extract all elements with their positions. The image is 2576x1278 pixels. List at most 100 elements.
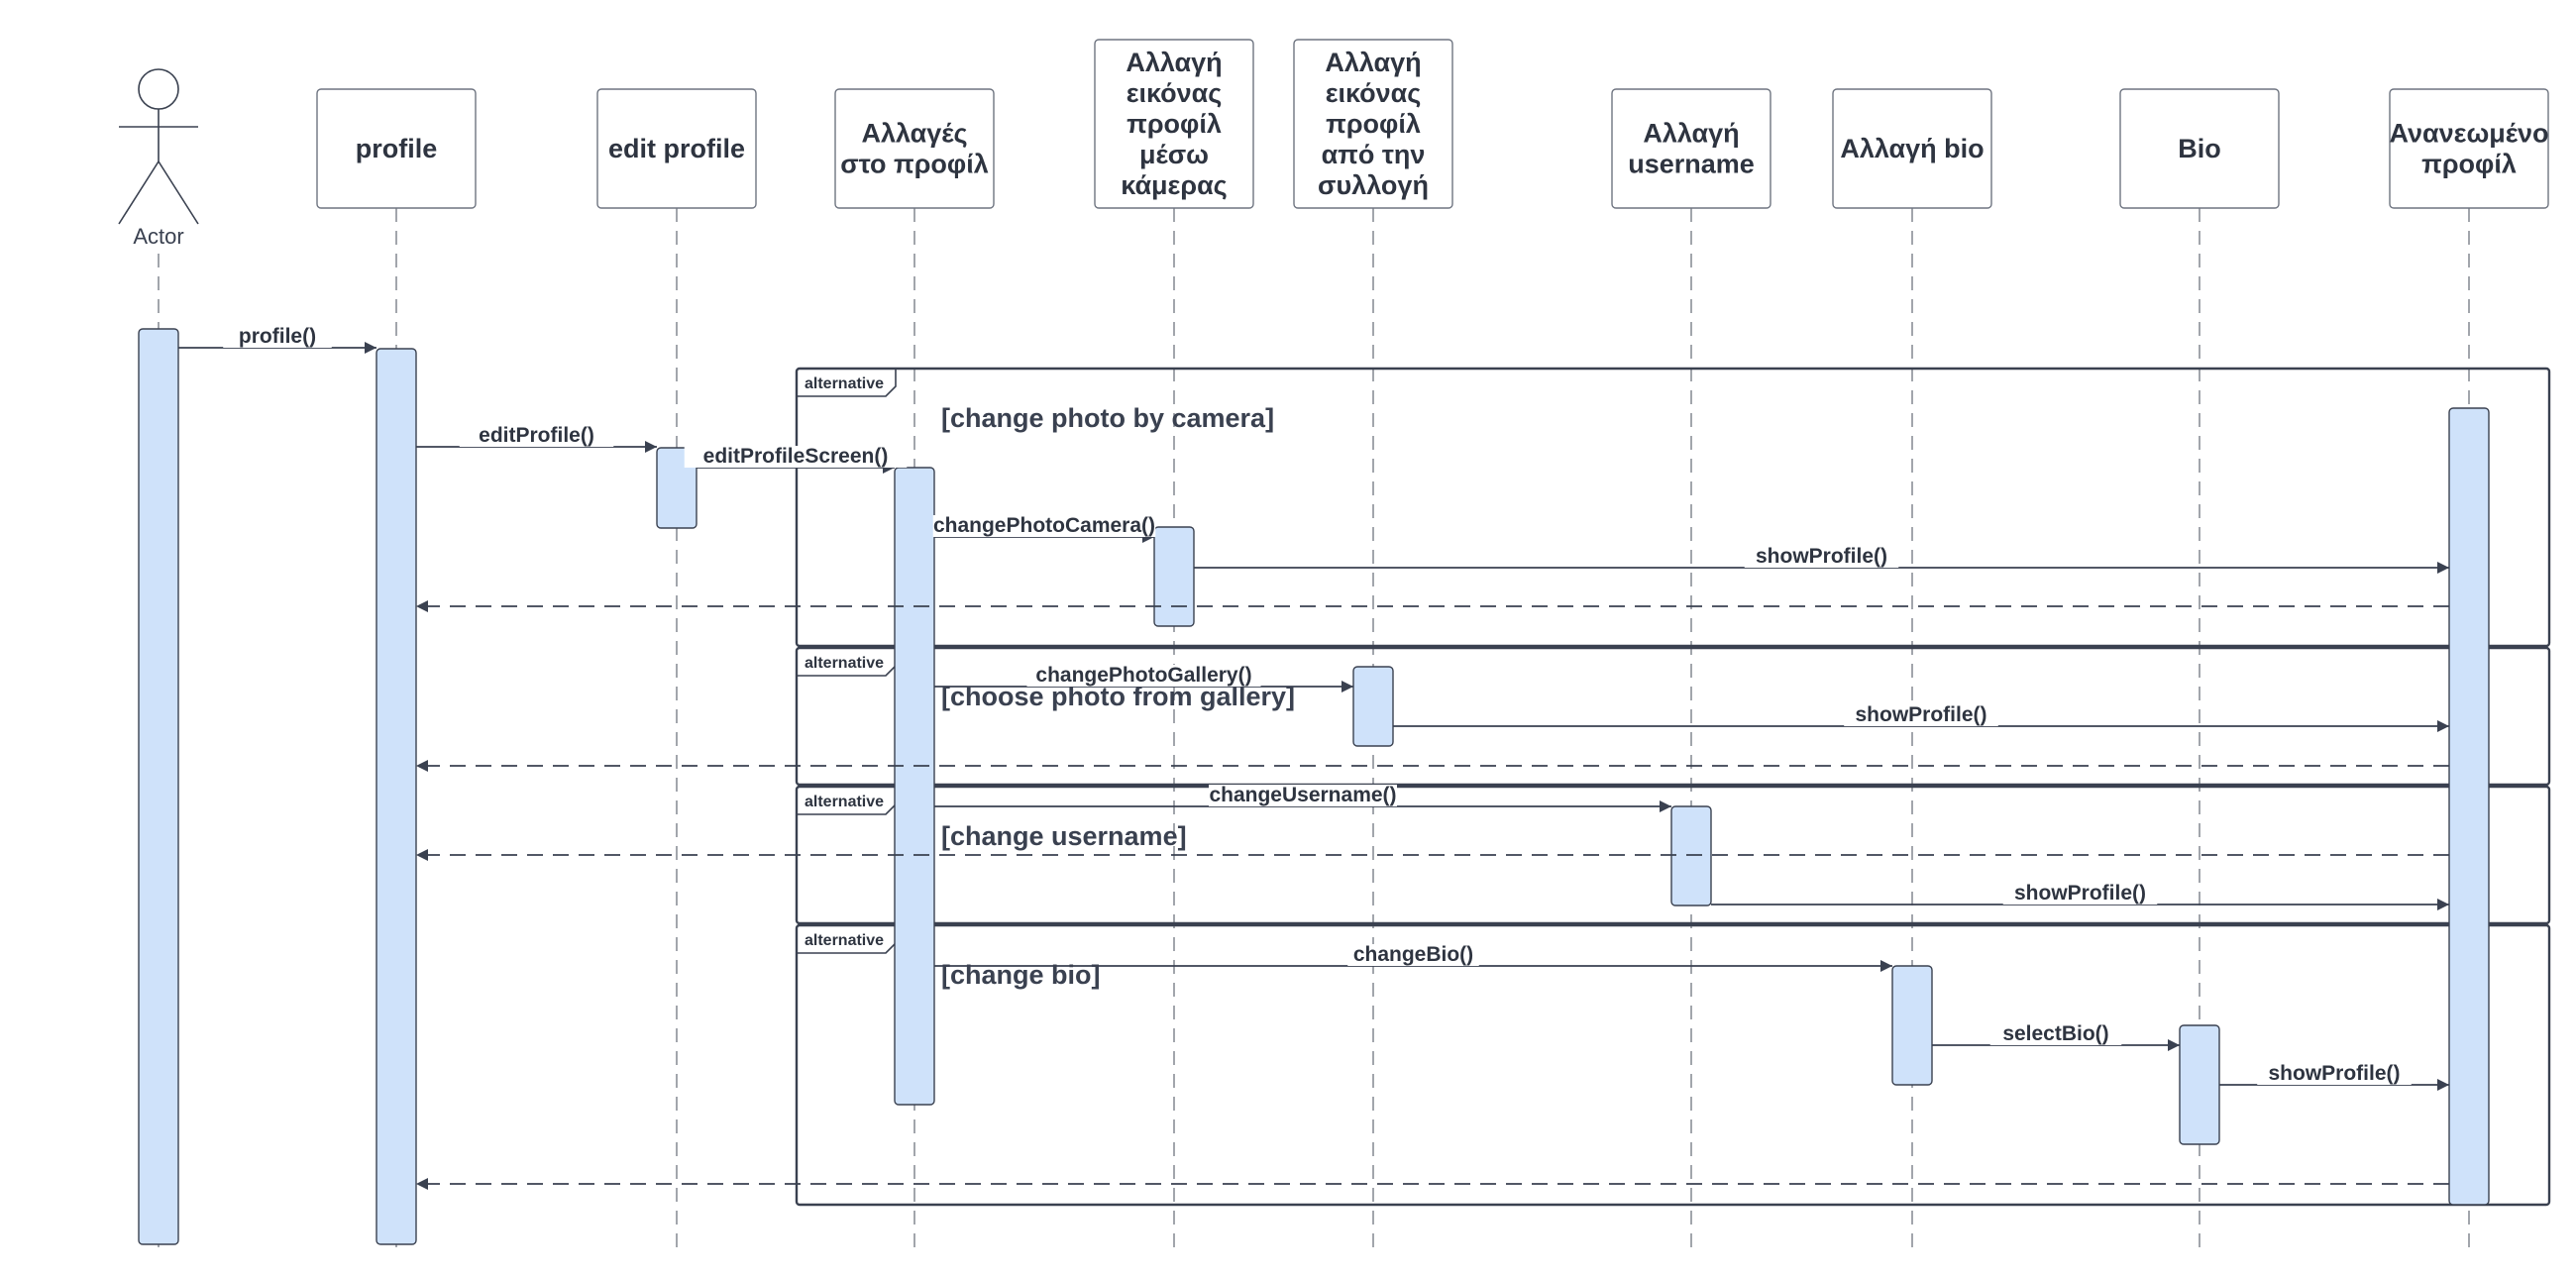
message-label-bg bbox=[1844, 704, 1998, 726]
participant-box bbox=[834, 88, 995, 209]
participant-title-line: Αλλαγή bbox=[1325, 48, 1421, 77]
message-label: editProfile() bbox=[479, 424, 594, 447]
activation-username bbox=[1670, 805, 1712, 906]
message: showProfile() bbox=[1194, 545, 2449, 574]
message: showProfile() bbox=[2219, 1062, 2449, 1091]
actor: Actor bbox=[118, 68, 199, 249]
fragment-frame bbox=[795, 923, 2551, 1207]
participant-title-line: Αλλαγές bbox=[861, 119, 967, 149]
participant-title-line: edit profile bbox=[608, 134, 745, 163]
message: changePhotoGallery() bbox=[934, 664, 1353, 692]
message-label-bg bbox=[1347, 944, 1479, 966]
participant-title-line: Bio bbox=[2178, 134, 2221, 163]
message: changePhotoCamera() bbox=[932, 514, 1156, 543]
activation-actor bbox=[138, 328, 179, 1245]
participant-box bbox=[1611, 88, 1771, 209]
message-label-bg bbox=[684, 446, 908, 468]
fragment-guard: [change username] bbox=[941, 821, 1187, 851]
activation-profile bbox=[376, 348, 417, 1245]
activation-bars bbox=[138, 328, 2490, 1245]
participant-title-line: μέσω bbox=[1139, 140, 1209, 169]
participant-box bbox=[316, 88, 477, 209]
activation-changes bbox=[894, 467, 935, 1106]
fragment-frame bbox=[795, 367, 2551, 648]
participant-title-line: προφίλ bbox=[1127, 109, 1222, 139]
activation-camera bbox=[1153, 526, 1195, 627]
message: changeBio() bbox=[934, 943, 1892, 972]
fragment-tag: alternative bbox=[805, 655, 884, 672]
activation-change_bio bbox=[1891, 965, 1933, 1086]
message-label: changePhotoCamera() bbox=[933, 514, 1155, 537]
message-label: profile() bbox=[239, 325, 316, 348]
participant-title-line: προφίλ bbox=[2421, 150, 2517, 179]
message-label-bg bbox=[1989, 1023, 2122, 1045]
participant-edit_profile: edit profile bbox=[596, 88, 757, 209]
participant-title-line: Αλλαγή bbox=[1126, 48, 1222, 77]
participant-box bbox=[1832, 88, 1992, 209]
message-label-bg bbox=[2257, 1063, 2412, 1085]
participant-title-line: Ανανεωμένο bbox=[2390, 119, 2549, 149]
message-label: showProfile() bbox=[1756, 545, 1887, 568]
message: selectBio() bbox=[1932, 1022, 2180, 1051]
participant-title-line: κάμερας bbox=[1121, 170, 1227, 200]
message: editProfileScreen() bbox=[684, 445, 908, 474]
lifelines bbox=[158, 208, 2470, 1248]
participant-bio: Bio bbox=[2119, 88, 2280, 209]
fragment-guard: [change bio] bbox=[941, 960, 1101, 990]
message: editProfile() bbox=[416, 424, 657, 453]
participant-change_bio: Αλλαγή bio bbox=[1832, 88, 1992, 209]
activation-gallery bbox=[1352, 666, 1394, 747]
message-label: changeUsername() bbox=[1209, 784, 1396, 806]
participant-box bbox=[1094, 39, 1254, 209]
fragment-tag: alternative bbox=[805, 375, 884, 392]
participant-title-line: profile bbox=[356, 134, 438, 163]
fragment-tag: alternative bbox=[805, 932, 884, 949]
message-label-bg bbox=[1744, 546, 1899, 568]
participant-title-line: προφίλ bbox=[1326, 109, 1421, 139]
message-label: showProfile() bbox=[2268, 1062, 2400, 1085]
fragment-tag-box bbox=[797, 369, 897, 397]
message-label: showProfile() bbox=[1855, 703, 1986, 726]
participant-box bbox=[1293, 39, 1453, 209]
participant-title-line: στο προφίλ bbox=[840, 150, 988, 179]
participant-title-line: από την bbox=[1322, 140, 1426, 169]
participant-box bbox=[2389, 88, 2549, 209]
message-label-bg bbox=[1209, 785, 1397, 806]
message-label-bg bbox=[2002, 883, 2158, 905]
fragment-tag: alternative bbox=[805, 794, 884, 810]
message-label: changeBio() bbox=[1353, 943, 1473, 966]
message-label: changePhotoGallery() bbox=[1035, 664, 1251, 687]
message-label-bg bbox=[932, 515, 1156, 537]
message-label-bg bbox=[223, 326, 332, 348]
participant-title-line: username bbox=[1628, 150, 1755, 179]
activation-updated bbox=[2448, 407, 2490, 1206]
activation-edit_profile bbox=[656, 447, 698, 529]
actor-leg-left bbox=[118, 160, 160, 225]
participant-box bbox=[2119, 88, 2280, 209]
participant-profile: profile bbox=[316, 88, 477, 209]
participant-box bbox=[596, 88, 757, 209]
fragment-guard: [change photo by camera] bbox=[941, 403, 1274, 433]
participant-title-line: εικόνας bbox=[1326, 78, 1422, 108]
message: showProfile() bbox=[1711, 882, 2449, 910]
actor-label: Actor bbox=[133, 224, 183, 249]
participant-title-line: Αλλαγή bio bbox=[1840, 134, 1984, 163]
message-label-bg bbox=[459, 425, 614, 447]
message: profile() bbox=[178, 325, 376, 354]
fragment-alternative: alternative [change photo by camera] bbox=[795, 367, 2551, 648]
fragment-alternative: alternative [change bio] bbox=[795, 923, 2551, 1207]
actor-leg-right bbox=[158, 160, 199, 225]
message: changeUsername() bbox=[934, 784, 1671, 812]
fragment-frame bbox=[795, 646, 2551, 787]
message-label: editProfileScreen() bbox=[703, 445, 889, 468]
actor-head bbox=[138, 68, 179, 110]
participant-title-line: συλλογή bbox=[1318, 170, 1429, 200]
message-label-bg bbox=[1026, 665, 1261, 687]
